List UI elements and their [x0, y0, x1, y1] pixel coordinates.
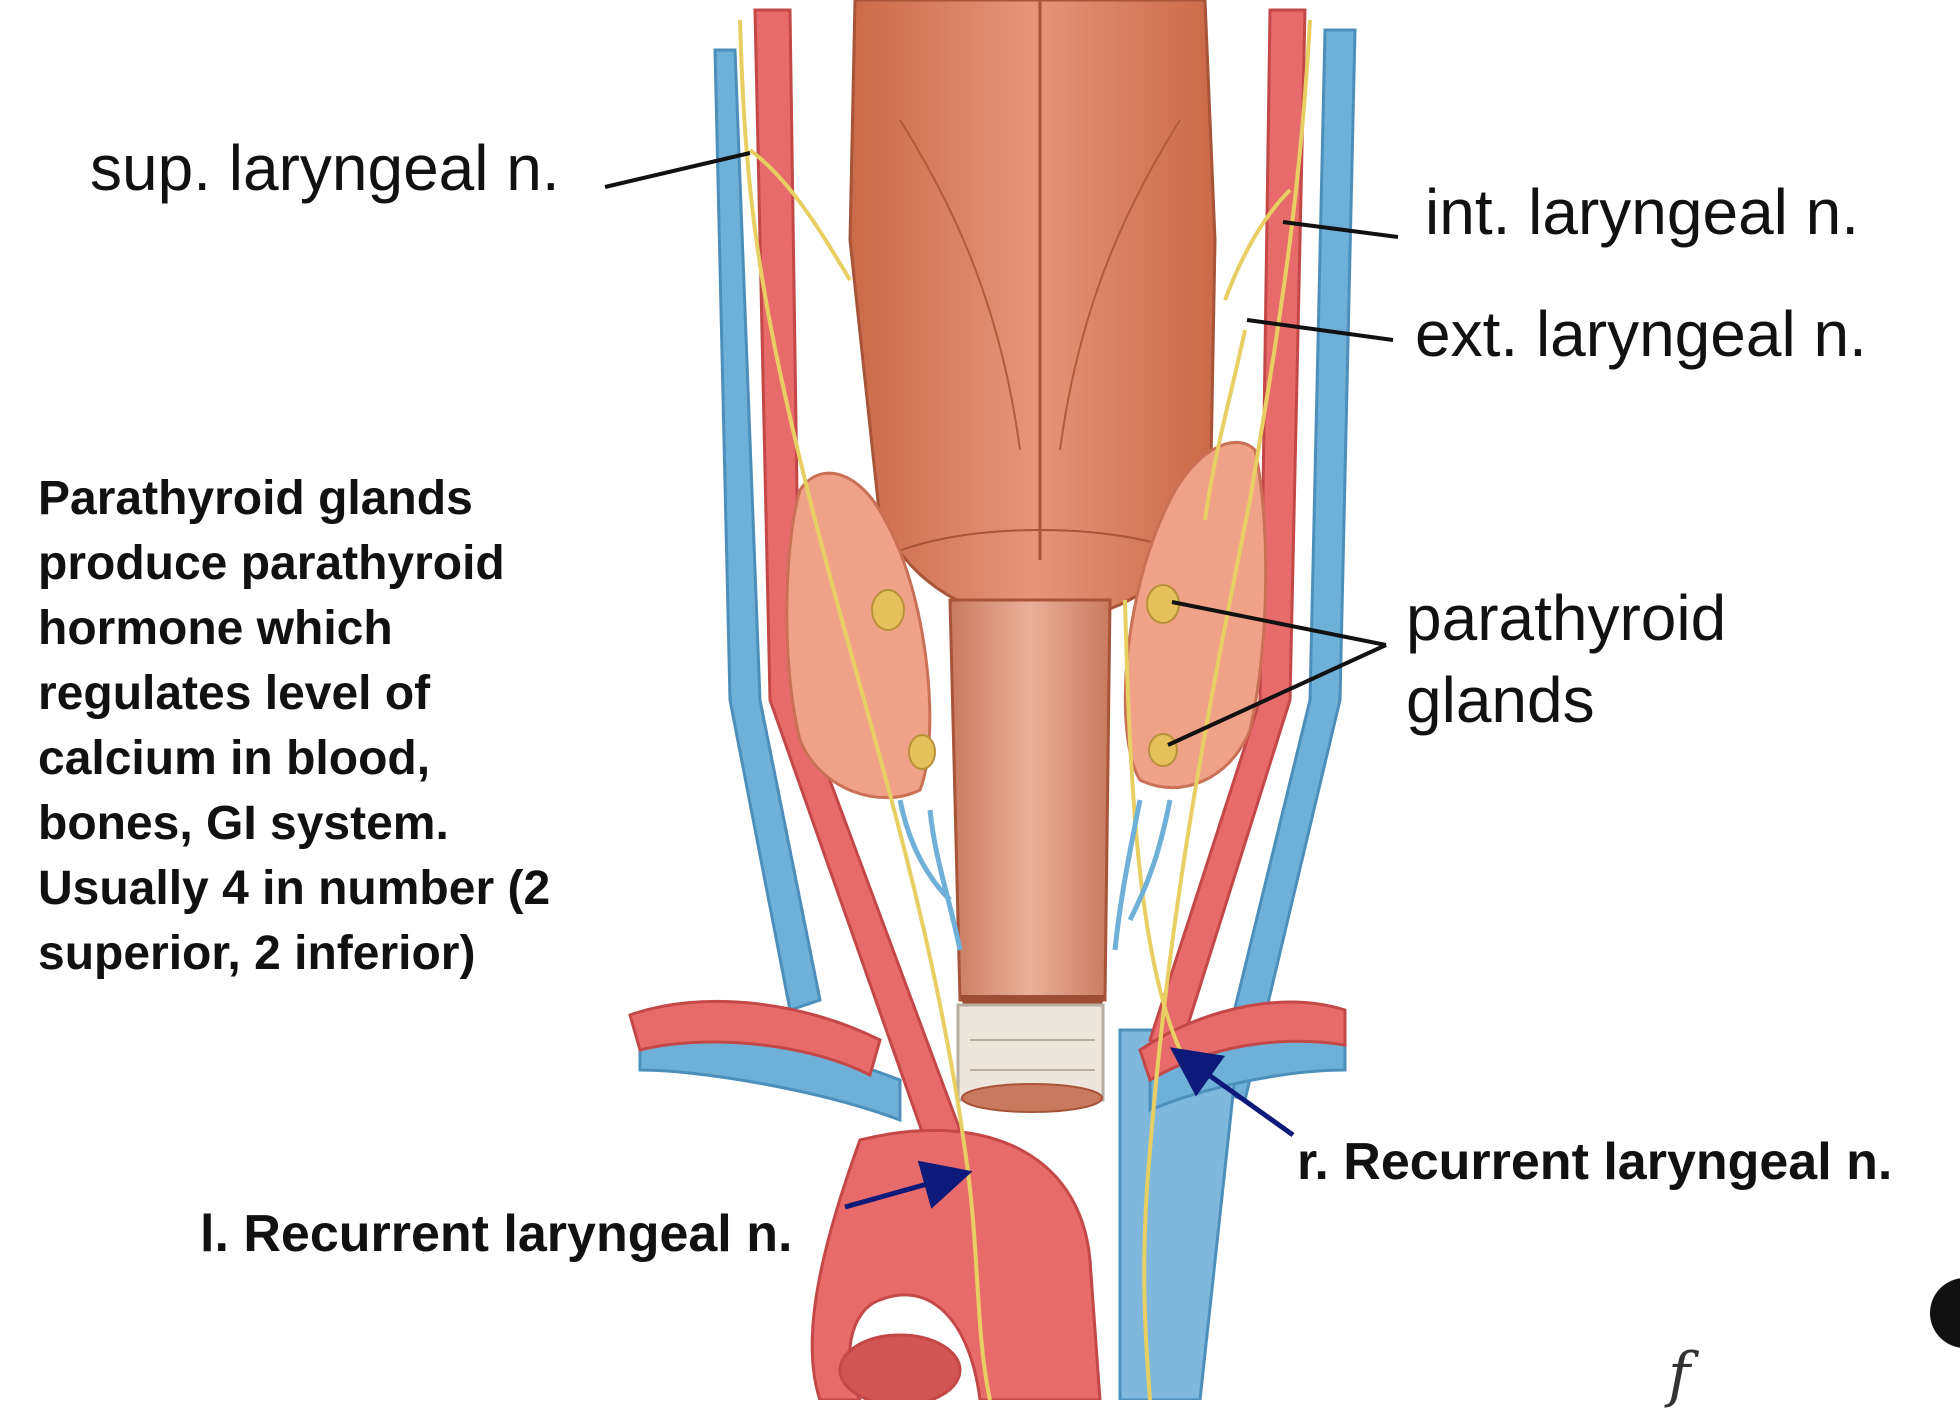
sup-laryngeal-label: sup. laryngeal n. [90, 132, 560, 204]
parathyroid-leader-upper [1171, 600, 1387, 647]
l-recurrent-label: l. Recurrent laryngeal n. [200, 1205, 793, 1263]
recurrent-nerve-arrows [844, 1047, 1295, 1210]
l-recurrent-arrow [844, 1160, 973, 1210]
sup-laryngeal-leader [604, 151, 751, 189]
ext-laryngeal-label: ext. laryngeal n. [1415, 298, 1867, 370]
int-laryngeal-leader [1282, 220, 1399, 239]
parathyroid-description: Parathyroid glands produce parathyroid h… [38, 472, 551, 980]
ext-laryngeal-leader [1246, 318, 1394, 342]
parathyroid-leader-lower [1167, 643, 1387, 747]
leader-lines [604, 151, 1399, 747]
signature-mark: f [1668, 1340, 1691, 1410]
parathyroid-label-line1: parathyroid [1406, 582, 1727, 654]
r-recurrent-arrow [1169, 1047, 1295, 1138]
int-laryngeal-label: int. laryngeal n. [1425, 176, 1860, 248]
parathyroid-label-line2: glands [1406, 664, 1595, 736]
inferior-thyroid-veins [897, 799, 1173, 951]
r-recurrent-label: r. Recurrent laryngeal n. [1297, 1133, 1893, 1191]
laryngeal-nerves [738, 19, 1312, 1400]
trachea [948, 598, 1112, 1113]
